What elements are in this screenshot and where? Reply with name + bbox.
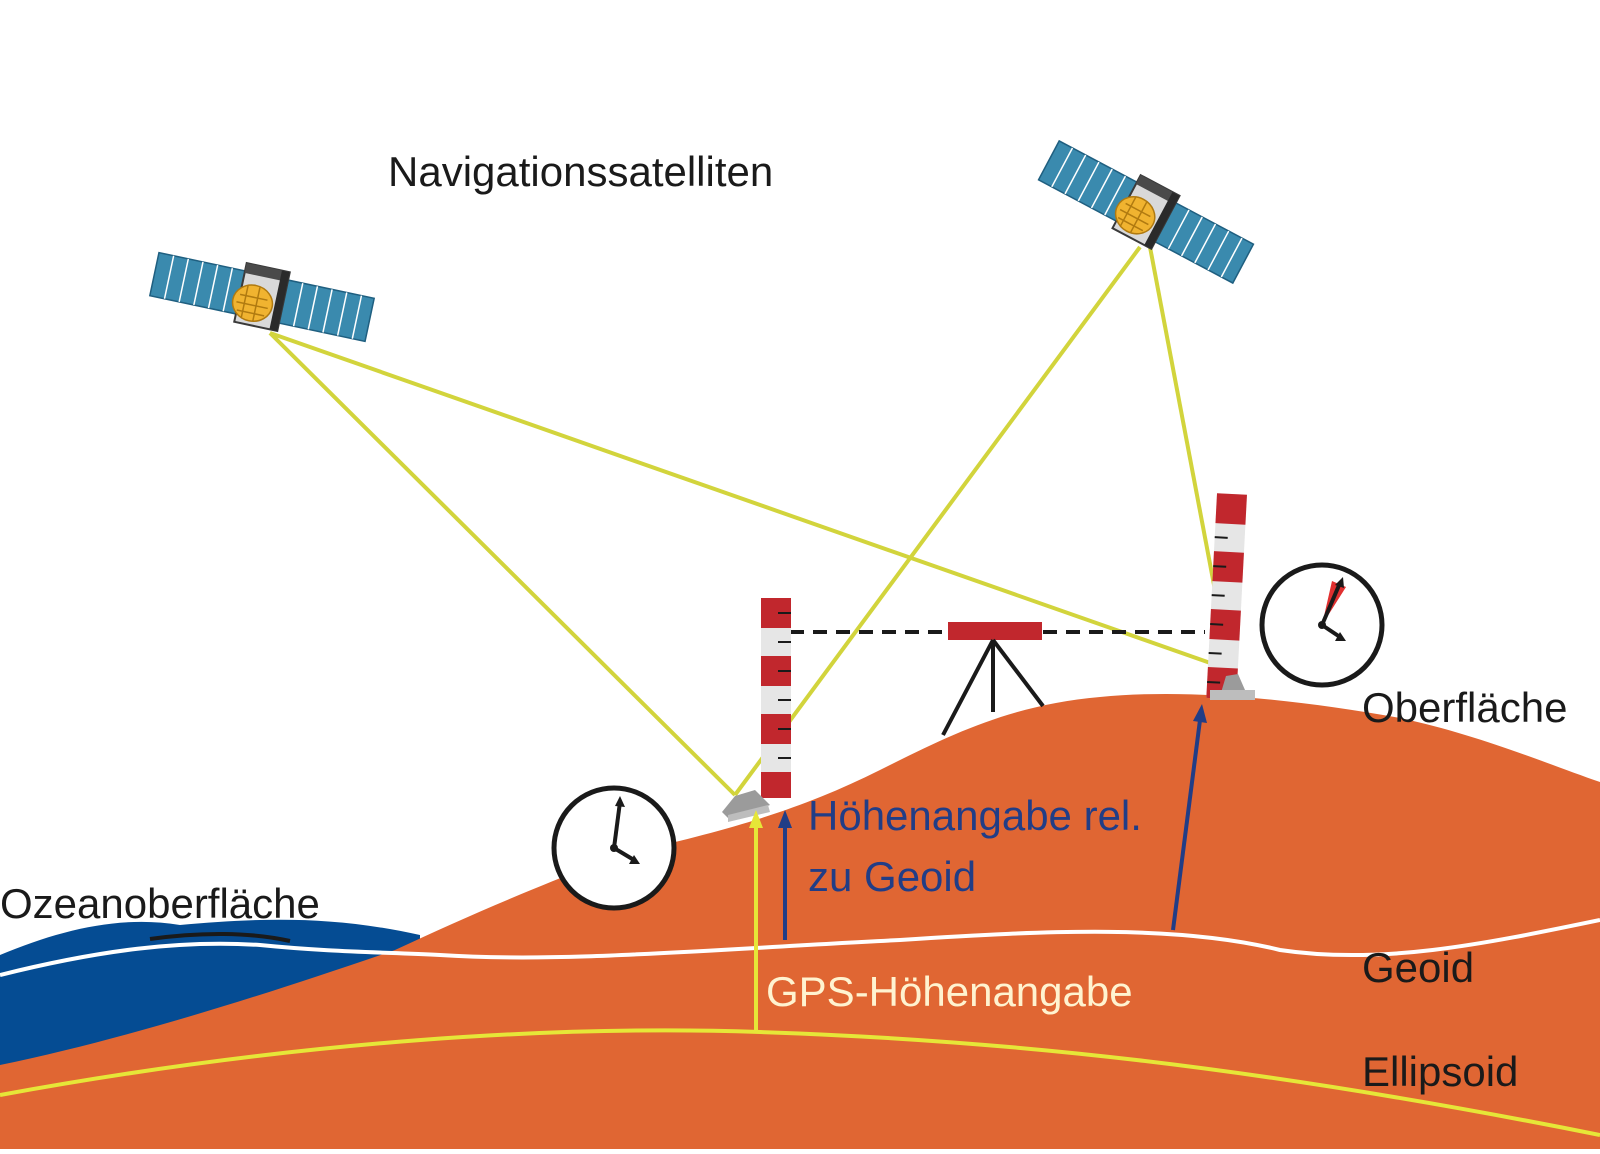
- geoid-label: Geoid: [1362, 944, 1475, 991]
- gps-receiver-mount: [728, 805, 770, 822]
- ellipsoid-line: [0, 1028, 1600, 1137]
- geoid-height-label-line2: zu Geoid: [808, 853, 977, 900]
- gps-height-label: GPS-Höhenangabe: [766, 968, 1133, 1015]
- leveling-rod: [761, 598, 791, 798]
- gps-receiver-mount: [1210, 690, 1255, 700]
- satellite-icon: [147, 243, 377, 351]
- geoid-line: [0, 918, 1600, 977]
- ocean-surface-label: Ozeanoberfläche: [0, 880, 320, 927]
- geoid-height-arrow: [778, 810, 792, 940]
- tripod-level: [941, 622, 1045, 736]
- geoid-height-arrow: [1171, 704, 1207, 931]
- clock-icon: [551, 785, 677, 911]
- ocean-surface-line: [149, 932, 291, 943]
- gps-height-arrow: [749, 810, 763, 1032]
- geoid-height-label-line1: Höhenangabe rel.: [808, 792, 1142, 839]
- satellite-icon: [1033, 132, 1259, 292]
- satellites-label: Navigationssatelliten: [388, 148, 774, 195]
- surface-label: Oberfläche: [1362, 684, 1568, 731]
- ellipsoid-label: Ellipsoid: [1362, 1048, 1519, 1095]
- ground: [0, 693, 1600, 1149]
- leveling-rod: [1206, 493, 1247, 700]
- clock-icon: [1259, 562, 1385, 688]
- gps-receiver-icon: [722, 790, 770, 820]
